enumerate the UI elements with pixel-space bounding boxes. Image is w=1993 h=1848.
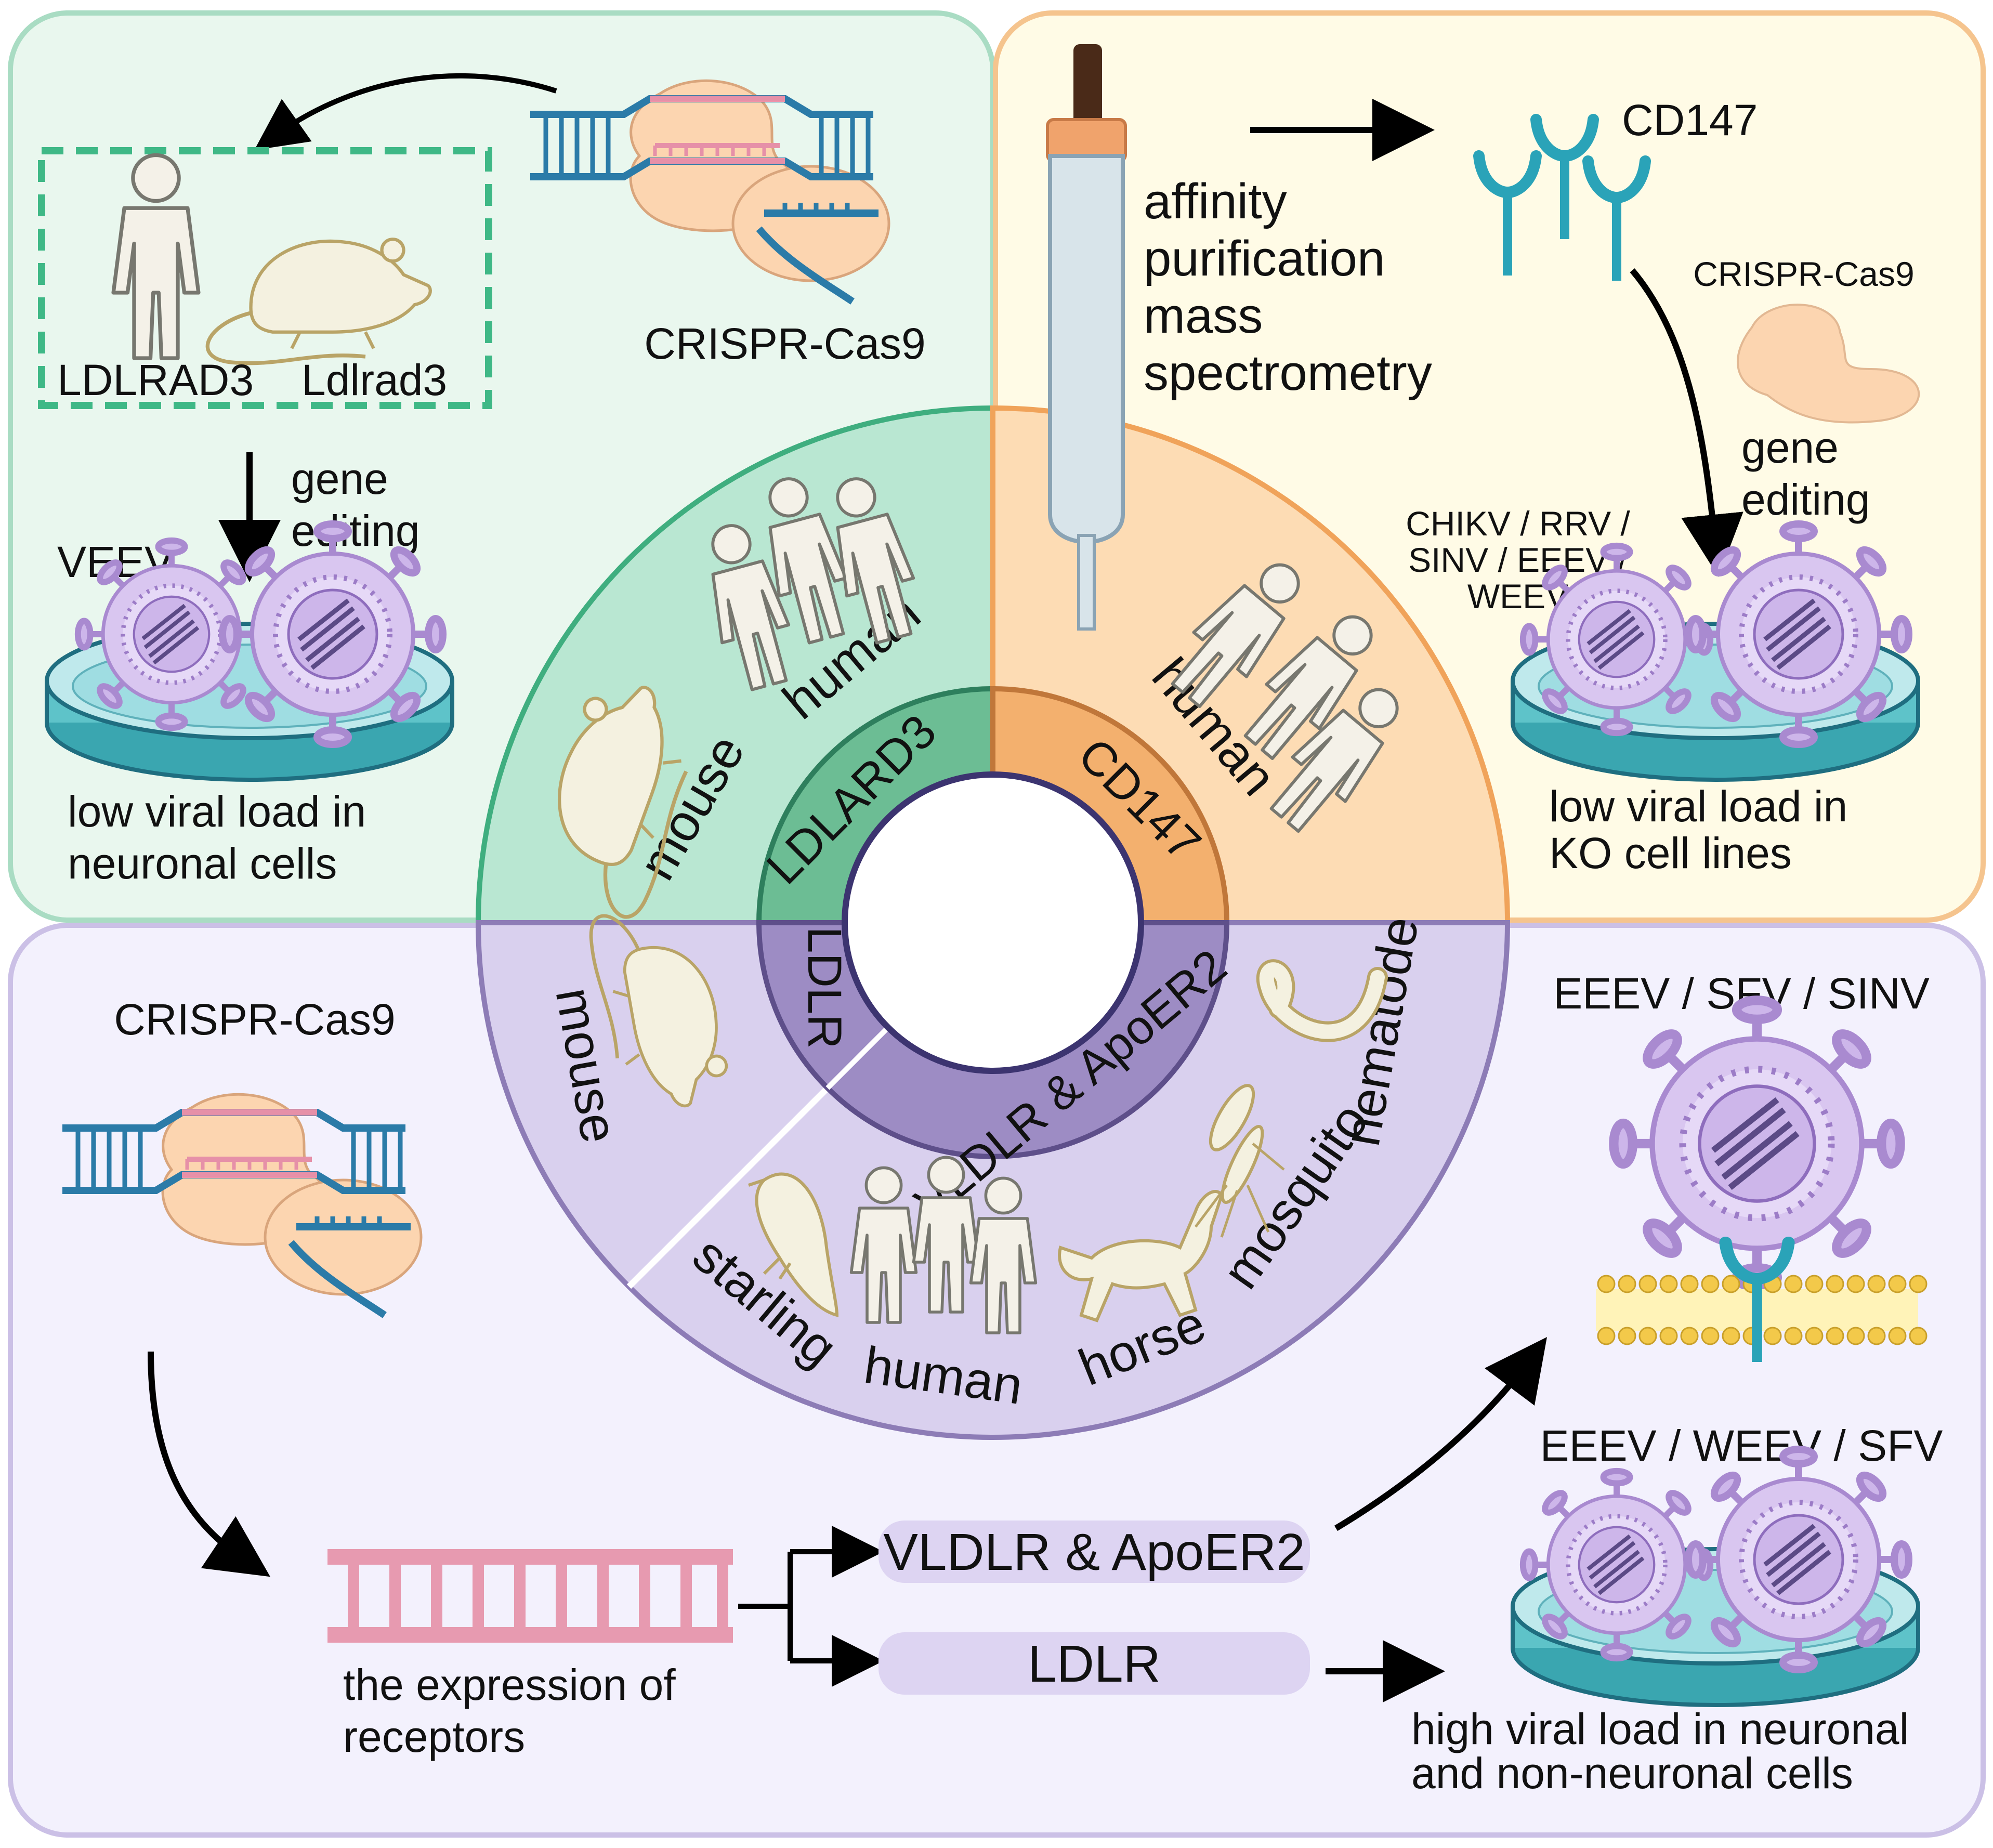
virus-icon xyxy=(1688,1449,1909,1670)
bottom-crispr-label: CRISPR-Cas9 xyxy=(114,995,395,1044)
tr-arrow-down xyxy=(1630,268,1743,577)
bottom-arrow-to-membrane xyxy=(1334,1337,1548,1531)
bottom-expression-line1: the expression of xyxy=(343,1660,676,1709)
tr-method-1: affinity xyxy=(1144,174,1287,229)
gene-target-box xyxy=(38,147,492,409)
bottom-branch-connector xyxy=(738,1552,793,1661)
tl-mouse-gene: Ldlrad3 xyxy=(301,356,447,404)
tr-result-line1: low viral load in xyxy=(1549,782,1847,831)
tr-gene-label: gene xyxy=(1741,423,1839,472)
tr-result-line2: KO cell lines xyxy=(1549,829,1792,877)
tr-method-2: purification xyxy=(1144,231,1385,286)
bottom-receptor-2: LDLR xyxy=(1028,1635,1161,1693)
virus-icon xyxy=(1614,1000,1900,1287)
virus-icon xyxy=(1688,524,1909,744)
tr-method-4: spectrometry xyxy=(1144,345,1432,401)
tr-virus-line2: SINV / EEEV / xyxy=(1408,541,1628,579)
tl-crispr-label: CRISPR-Cas9 xyxy=(644,319,925,368)
tr-editing-label: editing xyxy=(1741,475,1870,524)
nematode-icon xyxy=(1256,959,1388,1042)
bottom-expression-line2: receptors xyxy=(343,1712,525,1761)
bottom-result-line2: and non-neuronal cells xyxy=(1411,1749,1853,1798)
mrna-icon xyxy=(327,1549,733,1643)
tr-virus-line1: CHIKV / RRV / xyxy=(1406,504,1630,543)
tl-gene-label: gene xyxy=(291,454,388,503)
ldlr-receptor-bar xyxy=(879,1632,1310,1695)
wheel-center xyxy=(842,771,1144,1074)
virus-icon xyxy=(222,524,443,744)
cas9-protein-icon xyxy=(1737,304,1920,424)
tr-crispr-label: CRISPR-Cas9 xyxy=(1693,255,1914,293)
ring-label-ldlr: LDLR xyxy=(798,926,851,1048)
tl-result-line2: neuronal cells xyxy=(68,839,337,888)
bottom-arrow-to-mrna xyxy=(148,1351,270,1577)
virus-icon xyxy=(1523,1471,1710,1658)
starling-icon xyxy=(748,1172,839,1317)
tr-method-3: mass xyxy=(1144,288,1263,344)
human-figure-icon xyxy=(851,1157,1036,1333)
mosquito-icon xyxy=(1195,1084,1285,1238)
tl-arrow-to-genes xyxy=(254,73,557,150)
bottom-virus-bottom: EEEV / WEEV / SFV xyxy=(1540,1421,1943,1470)
tr-cd147-label: CD147 xyxy=(1622,96,1758,145)
horse-icon xyxy=(1058,1190,1224,1322)
bottom-result-line1: high viral load in neuronal xyxy=(1411,1705,1909,1753)
tl-result-line1: low viral load in xyxy=(68,787,366,836)
vldlr-receptor-bar xyxy=(879,1521,1310,1583)
affinity-column-icon xyxy=(1046,44,1127,631)
virus-icon xyxy=(1523,546,1710,733)
tl-human-gene: LDLRAD3 xyxy=(57,356,254,404)
bottom-receptor-1: VLDLR & ApoER2 xyxy=(883,1523,1305,1581)
